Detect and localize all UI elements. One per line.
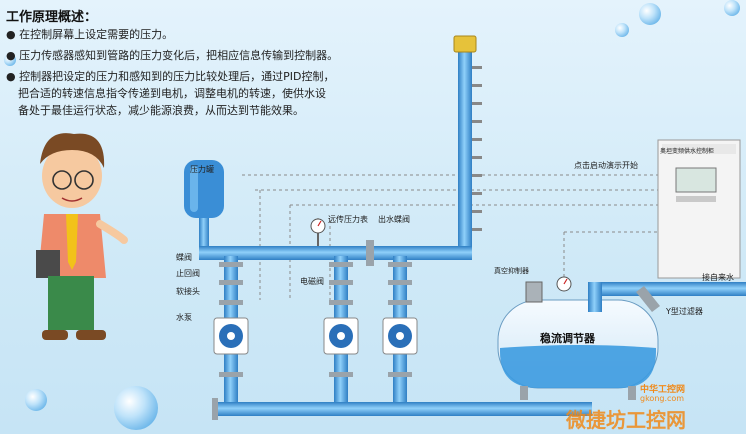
inlet-pipe	[592, 282, 746, 296]
cabinet-title: 奥坦变频供水控制柜	[660, 148, 715, 155]
bubble	[615, 23, 629, 37]
bubble	[4, 54, 16, 66]
page-title: 工作原理概述：	[6, 10, 98, 25]
bubble	[114, 386, 158, 430]
label-pressure-tank: 压力罐	[190, 165, 214, 174]
faucets	[472, 66, 482, 231]
pump-unit	[382, 317, 418, 355]
pump-unit	[213, 317, 249, 355]
signal-lines	[242, 174, 660, 300]
label-pump: 水泵	[176, 313, 192, 322]
label-remote-gauge: 远传压力表	[328, 215, 368, 224]
y-filter	[636, 286, 660, 312]
label-outlet-valve: 出水蝶阀	[378, 215, 410, 224]
watermark-site2: 微捷坊工控网	[566, 408, 686, 432]
outlet-valve	[366, 240, 374, 266]
label-inlet: 接自来水	[702, 273, 734, 282]
bubble	[724, 0, 740, 16]
click-demo-link[interactable]: 点击启动演示开始	[574, 161, 638, 170]
flanges	[219, 262, 412, 377]
bubble	[25, 389, 47, 411]
riser-cap	[453, 35, 477, 53]
label-vacuum-suppressor: 真空抑制器	[494, 267, 529, 275]
bubble	[639, 3, 661, 25]
pump-unit	[323, 317, 359, 355]
label-y-filter: Y型过滤器	[666, 307, 703, 316]
label-stabilizer: 稳流调节器	[540, 332, 595, 345]
label-butterfly-valve: 蝶阀	[176, 253, 192, 262]
bullet-item: ● 控制器把设定的压力和感知到的压力比较处理后，通过PID控制，	[6, 70, 335, 83]
label-check-valve: 止回阀	[176, 269, 200, 278]
riser-pipe	[458, 48, 472, 260]
cartoon-character	[36, 133, 128, 340]
bullet-continuation: 把合适的转速信息指令传递到电机，调整电机的转速，使供水设	[18, 87, 326, 100]
control-cabinet	[657, 139, 741, 279]
bullet-item: ● 压力传感器感知到管路的压力变化后，把相应信息传输到控制器。	[6, 49, 339, 62]
vacuum-suppressor	[525, 281, 543, 303]
label-solenoid-valve: 电磁阀	[300, 277, 324, 286]
bullet-continuation: 备处于最佳运行状态，减少能源浪费，从而达到节能效果。	[18, 104, 304, 117]
tank-stem	[199, 214, 209, 254]
label-soft-joint: 软接头	[176, 287, 200, 296]
watermark-site1: 中华工控网	[640, 385, 686, 395]
bullet-item: ● 在控制屏幕上设定需要的压力。	[6, 28, 174, 41]
watermark-site1-url: gkong.com	[640, 394, 685, 403]
tank-stem-h	[199, 246, 219, 260]
suction-pipe	[212, 402, 592, 416]
